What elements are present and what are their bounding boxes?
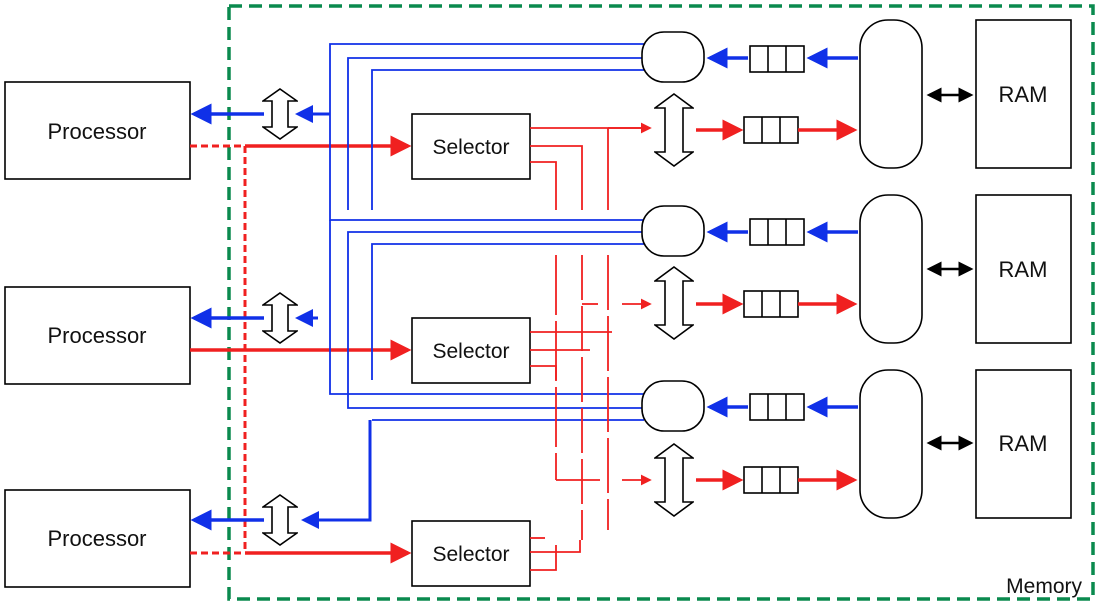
read-queue-icon [749,218,805,246]
write-arrows-to-selectors [190,135,412,564]
processor-1: Processor [4,81,191,180]
memory-controller-1 [859,19,923,169]
memory-bank-2: RAM [641,194,1072,344]
memory-controller-3 [859,369,923,519]
double-arrow-icon [262,88,298,140]
read-return-3 [190,420,372,546]
processor-2: Processor [4,286,191,385]
selector-3: Selector [411,520,531,587]
processor-2-label: Processor [47,323,146,348]
write-queue-icon [743,116,799,144]
read-queue-icon [749,45,805,73]
double-arrow-icon [262,292,298,344]
read-arbiter-3 [641,380,705,432]
memory-bank-1: RAM [641,19,1072,169]
read-arbiter-2 [641,205,705,257]
double-arrow-icon [654,93,694,167]
memory-label: Memory [1006,575,1082,598]
memory-bank-3: RAM [641,369,1072,519]
double-arrow-icon [262,494,298,546]
ram-2 [975,194,1072,344]
ram-3 [975,369,1072,519]
ram-1 [975,19,1072,169]
read-return-1 [190,88,330,140]
ram-2-label: RAM [999,257,1048,282]
selector-2: Selector [411,317,531,384]
double-arrow-icon [654,443,694,517]
processor-3: Processor [4,489,191,588]
read-return-2 [190,292,318,344]
processor-3-label: Processor [47,526,146,551]
double-arrow-icon [654,266,694,340]
memory-controller-2 [859,194,923,344]
read-queue-icon [749,393,805,421]
selector-1: Selector [411,113,531,180]
selector-3-label: Selector [432,543,509,566]
ram-3-label: RAM [999,431,1048,456]
ram-1-label: RAM [999,82,1048,107]
read-interconnect [329,43,644,421]
selector-2-label: Selector [432,340,509,363]
processor-1-label: Processor [47,119,146,144]
write-queue-icon [743,290,799,318]
selector-1-label: Selector [432,136,509,159]
memory-region [227,4,1095,601]
write-queue-icon [743,466,799,494]
read-arbiter-1 [641,31,705,83]
write-interconnect [530,127,652,571]
